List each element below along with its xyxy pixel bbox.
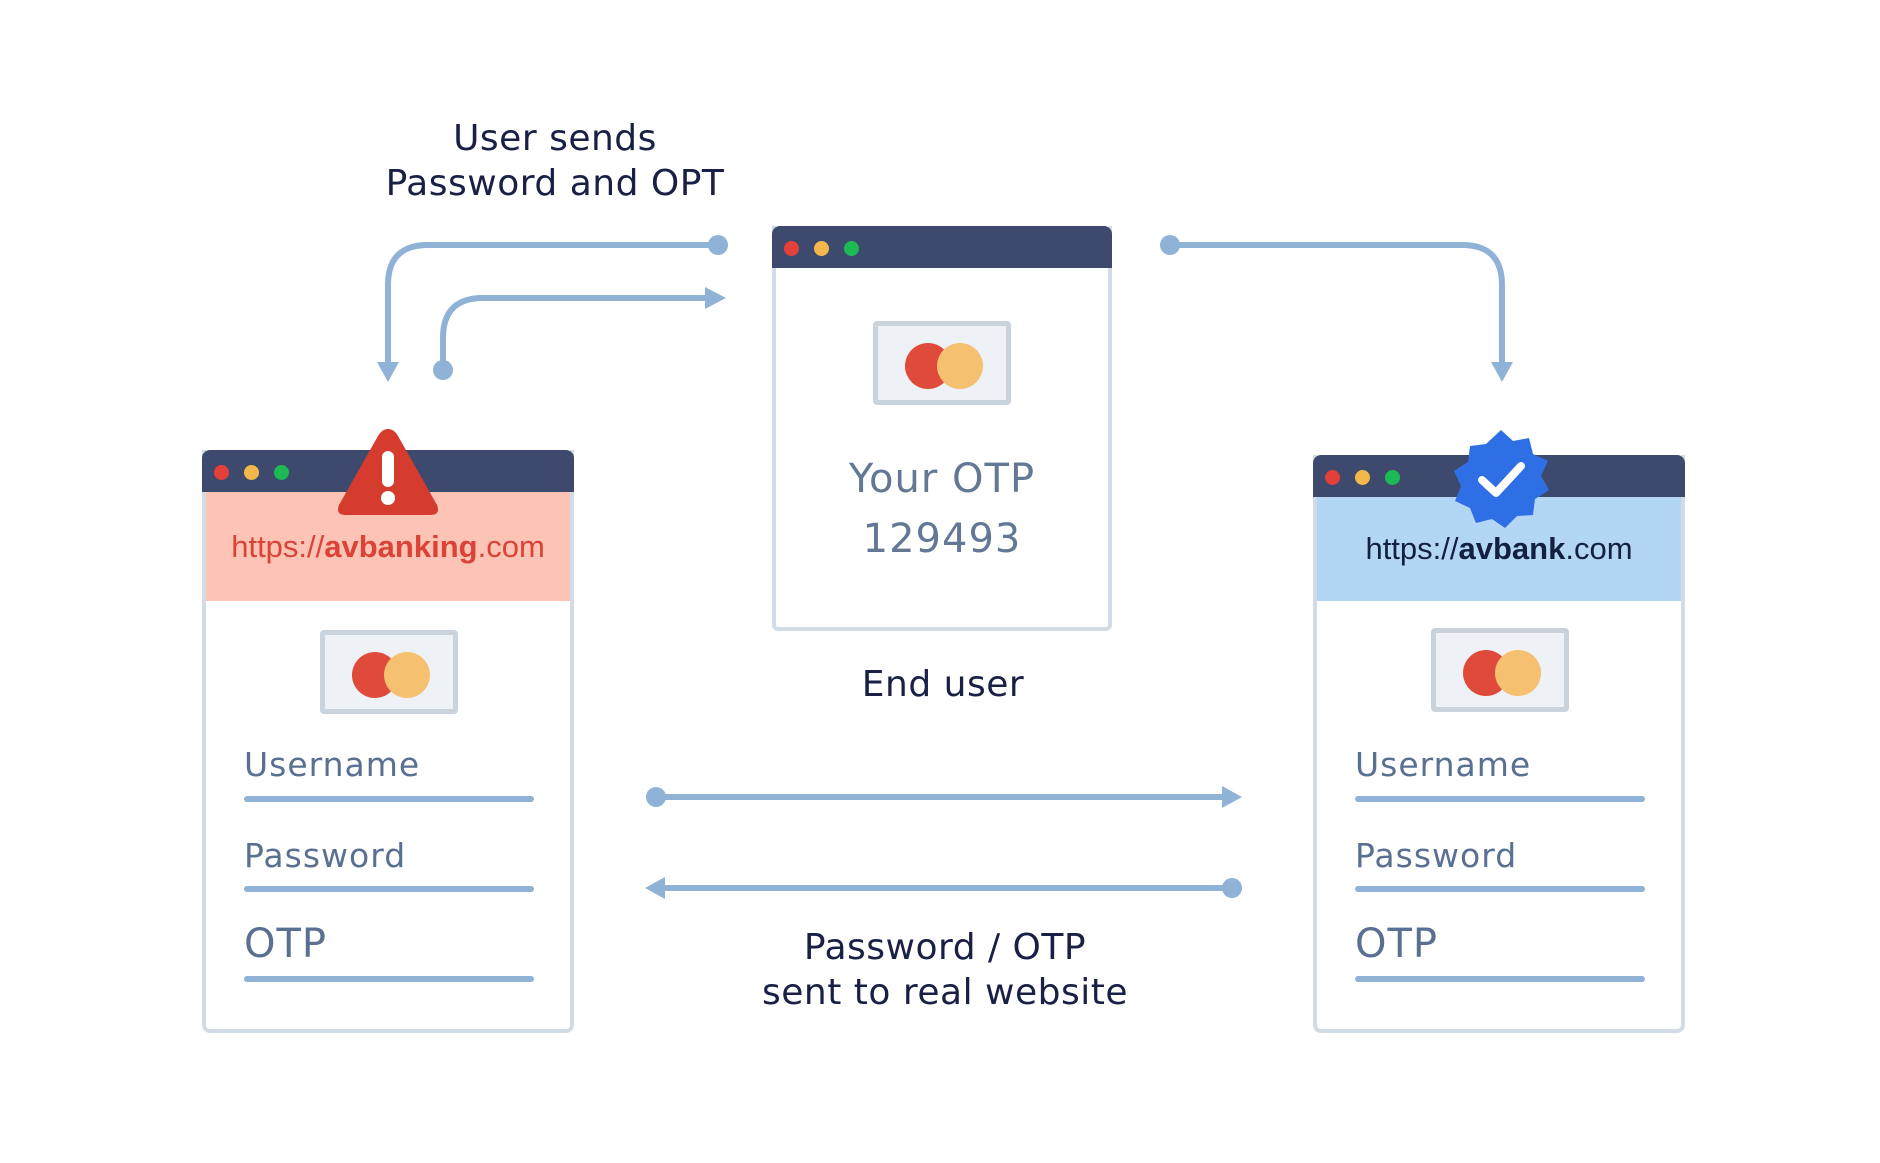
arrow-dot	[433, 360, 453, 380]
password-field[interactable]	[244, 886, 534, 892]
close-dot-icon	[214, 465, 229, 480]
minimize-dot-icon	[244, 465, 259, 480]
username-label: Username	[1355, 745, 1532, 784]
url-domain: avbank	[1458, 531, 1566, 566]
maximize-dot-icon	[1385, 470, 1400, 485]
top-caption-line1: User sends	[453, 118, 657, 159]
url-suffix: .com	[477, 528, 545, 564]
username-label: Username	[244, 745, 421, 784]
close-dot-icon	[784, 241, 799, 256]
arrow-head	[645, 877, 665, 899]
bottom-caption-line1: Password / OTP	[803, 927, 1087, 968]
otp-field[interactable]	[244, 976, 534, 982]
password-label: Password	[1355, 836, 1518, 875]
top-caption-line2: Password and OPT	[385, 163, 725, 204]
username-field[interactable]	[244, 796, 534, 802]
card-logo-icon	[873, 321, 1011, 405]
arrow-head	[705, 287, 726, 309]
otp-field-label: OTP	[1355, 921, 1439, 967]
card-logo-icon	[1431, 628, 1569, 712]
card-logo-icon	[320, 630, 458, 714]
minimize-dot-icon	[1355, 470, 1370, 485]
arrow-dot	[1222, 878, 1242, 898]
warning-icon	[337, 429, 439, 515]
url-domain: avbanking	[324, 528, 478, 564]
arrow-phone-to-real	[1167, 242, 1505, 378]
url-prefix: https://	[1365, 531, 1459, 566]
arrow-head	[1491, 362, 1513, 382]
fake-site-window: https://avbanking.com Username Password …	[202, 450, 574, 1033]
verified-check-icon	[1454, 430, 1549, 528]
end-user-caption: End user	[861, 664, 1025, 705]
otp-field[interactable]	[1355, 976, 1645, 982]
password-field[interactable]	[1355, 886, 1645, 892]
top-caption: User sends Password and OPT	[320, 116, 790, 206]
password-label: Password	[244, 836, 407, 875]
arrow-dot	[708, 235, 728, 255]
otp-label: Your OTP	[848, 456, 1036, 502]
arrow-fake-to-phone	[440, 295, 718, 373]
url-prefix: https://	[231, 528, 325, 564]
arrow-dot	[646, 787, 666, 807]
end-user-otp-window: Your OTP 129493	[772, 226, 1112, 631]
otp-code: 129493	[862, 516, 1022, 562]
real-site-window: https://avbank.com Username Password OTP	[1313, 455, 1685, 1033]
arrow-dot	[1160, 235, 1180, 255]
close-dot-icon	[1325, 470, 1340, 485]
url-suffix: .com	[1565, 531, 1633, 566]
username-field[interactable]	[1355, 796, 1645, 802]
arrow-phone-to-fake	[385, 242, 721, 378]
bottom-caption-line2: sent to real website	[762, 972, 1128, 1013]
maximize-dot-icon	[844, 241, 859, 256]
minimize-dot-icon	[814, 241, 829, 256]
arrow-head	[377, 362, 399, 382]
window-titlebar	[772, 226, 1112, 268]
maximize-dot-icon	[274, 465, 289, 480]
bottom-caption: Password / OTP sent to real website	[680, 925, 1210, 1015]
arrow-head	[1222, 786, 1242, 808]
otp-field-label: OTP	[244, 921, 328, 967]
